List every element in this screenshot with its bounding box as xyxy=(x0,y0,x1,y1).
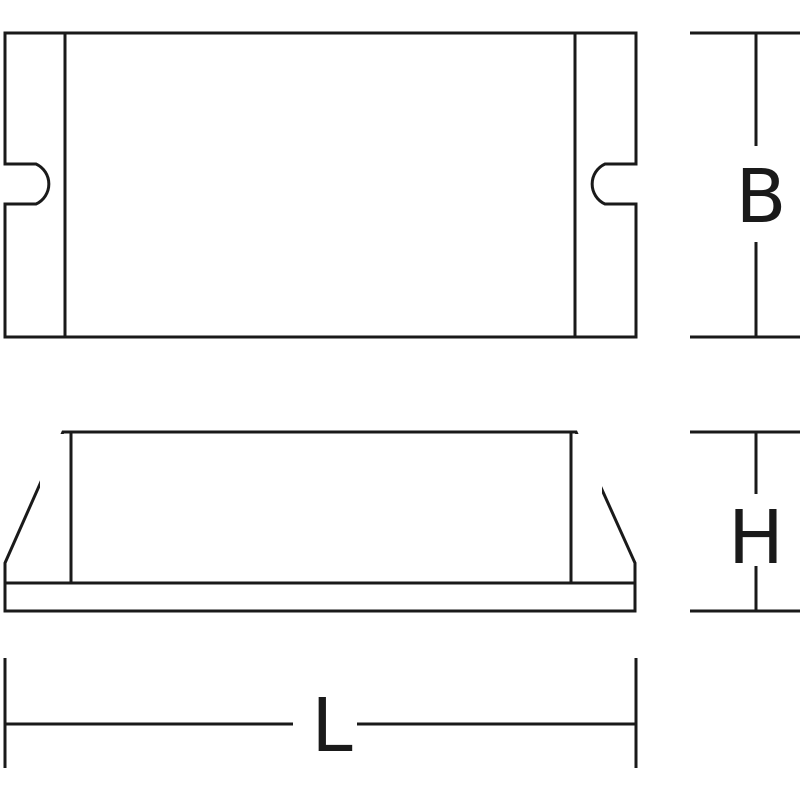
top-view-body-outline xyxy=(3,31,638,339)
side-view-body-outline xyxy=(3,430,637,613)
top-view xyxy=(3,31,638,339)
dimension-b-label: B xyxy=(736,154,787,240)
dimension-l: L xyxy=(3,658,638,769)
dimension-h: H xyxy=(690,430,800,613)
dimension-h-label: H xyxy=(728,495,784,581)
dimension-b: B xyxy=(690,31,800,339)
dimension-l-label: L xyxy=(311,683,352,769)
side-view-left-end-cap xyxy=(40,434,69,581)
side-view-right-end-cap xyxy=(572,434,602,581)
side-view xyxy=(3,430,637,613)
